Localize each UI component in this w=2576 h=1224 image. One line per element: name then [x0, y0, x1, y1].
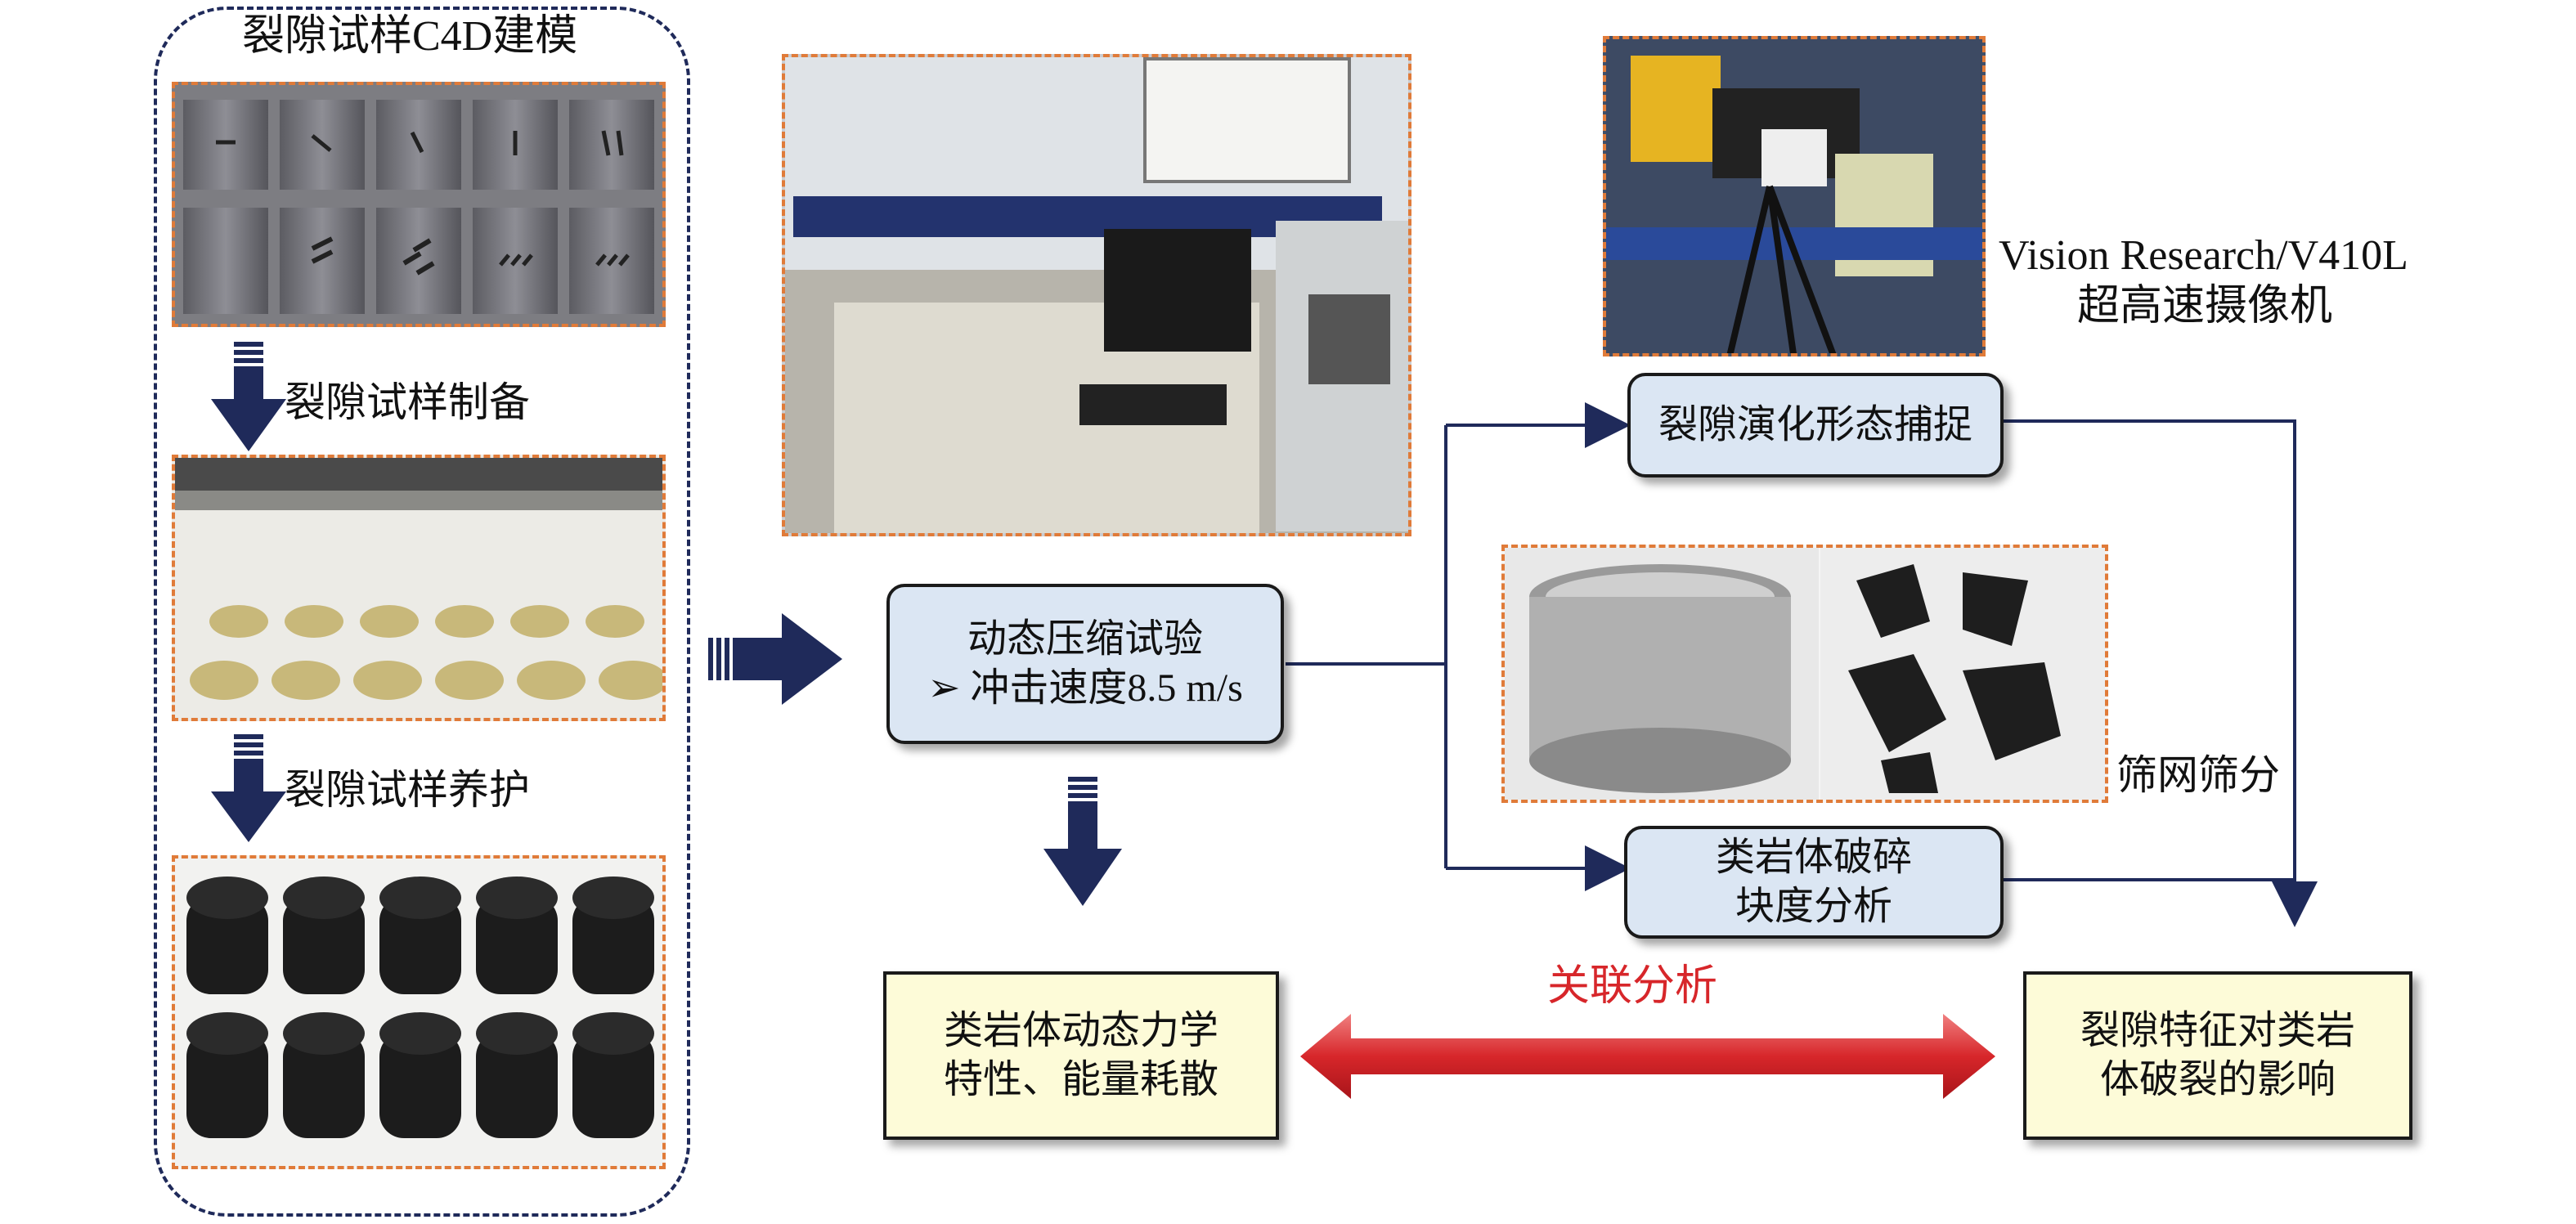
curing-label: 裂隙试样养护 — [285, 767, 530, 813]
correlation-label: 关联分析 — [1547, 963, 1718, 1010]
specimen-preparation-image — [172, 455, 666, 721]
down-arrow-center — [1043, 777, 1122, 906]
dynamic-properties-line2: 特性、能量耗散 — [943, 1058, 1218, 1101]
high-speed-camera-image — [1603, 36, 1986, 356]
crack-influence-line2: 体破裂的影响 — [2099, 1058, 2336, 1101]
fragmentation-box: 类岩体破碎 块度分析 — [1624, 826, 2004, 939]
shpb-lab-image — [782, 54, 1411, 536]
specimen-curing-image — [172, 855, 666, 1169]
sieve-fragments-image — [1501, 545, 2108, 803]
fragmentation-line2: 块度分析 — [1735, 885, 1892, 928]
preparation-drawing — [175, 458, 662, 700]
left-container — [154, 7, 690, 1217]
sieve-label: 筛网筛分 — [2116, 752, 2280, 798]
test-title: 动态压缩试验 — [967, 617, 1203, 661]
impact-speed: ➢ 冲击速度8.5 m/s — [927, 666, 1243, 710]
dynamic-compression-box: 动态压缩试验 ➢ 冲击速度8.5 m/s — [886, 584, 1284, 744]
correlation-double-arrow — [1300, 1014, 1995, 1099]
camera-model-label: Vision Research/V410L — [1999, 232, 2408, 279]
crack-influence-box: 裂隙特征对类岩 体破裂的影响 — [2023, 971, 2412, 1140]
curing-drawing — [186, 877, 654, 1138]
crack-capture-box: 裂隙演化形态捕捉 — [1627, 373, 2004, 477]
camera-drawing — [1606, 39, 1982, 353]
c4d-model-image — [172, 82, 666, 327]
lab-drawing — [785, 57, 1408, 533]
crack-capture-label: 裂隙演化形态捕捉 — [1658, 403, 1972, 446]
c4d-model-drawing — [183, 100, 654, 314]
sieve-drawing — [1505, 548, 2105, 800]
fragmentation-line1: 类岩体破碎 — [1715, 836, 1912, 879]
modeling-title: 裂隙试样C4D建模 — [242, 13, 578, 60]
right-arrow — [708, 613, 842, 705]
camera-type-label: 超高速摄像机 — [2077, 283, 2333, 330]
dynamic-properties-line1: 类岩体动态力学 — [943, 1009, 1218, 1052]
down-arrow-1 — [211, 342, 286, 451]
crack-influence-line1: 裂隙特征对类岩 — [2080, 1009, 2355, 1052]
down-arrow-2 — [211, 734, 286, 842]
preparation-label: 裂隙试样制备 — [285, 379, 530, 425]
dynamic-properties-box: 类岩体动态力学 特性、能量耗散 — [883, 971, 1279, 1140]
